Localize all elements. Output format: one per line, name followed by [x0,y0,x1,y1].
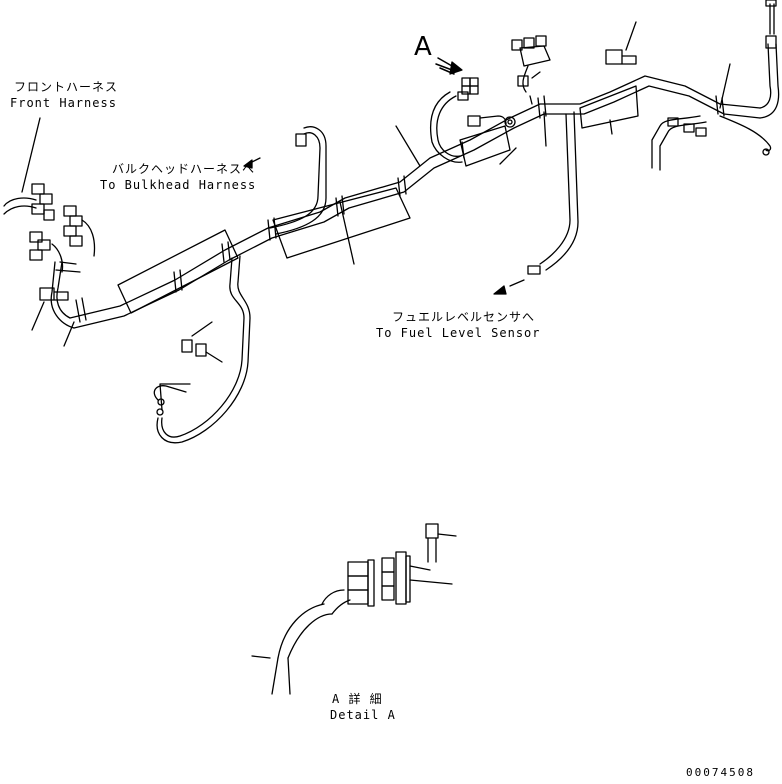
bulkhead-label-jp: バルクヘッドハーネスへ [112,162,256,176]
bulkhead-branch [243,126,327,235]
clamps [75,95,725,323]
center-connector-block [429,77,516,163]
tape-wraps [117,85,639,314]
main-harness-tube [50,75,761,329]
fuel-sensor-label-en: To Fuel Level Sensor [376,326,541,340]
front-harness-connectors [3,183,96,273]
lower-branch [153,255,251,444]
top-connector-plate [511,35,551,105]
leader-lines [21,111,613,265]
lower-connectors [181,321,223,363]
detail-a-label-jp: A 詳 細 [332,692,383,706]
fuel-sensor-label-jp: フュエルレベルセンサへ [392,310,536,324]
detail-a-drawing [251,523,457,695]
detail-a-label-en: Detail A [330,708,396,722]
document-number: 00074508 [686,766,755,779]
right-vertical-harness [719,0,780,156]
left-bolt [31,287,75,347]
view-a-marker: A [414,32,432,62]
right-connector-branch [651,115,707,171]
front-harness-label-jp: フロントハーネス [14,80,119,94]
top-right-bolt [605,21,637,65]
front-harness-label-en: Front Harness [10,96,117,110]
view-a-arrow [435,57,463,75]
fuel-sensor-branch [493,111,579,295]
bulkhead-label-en: To Bulkhead Harness [100,178,257,192]
